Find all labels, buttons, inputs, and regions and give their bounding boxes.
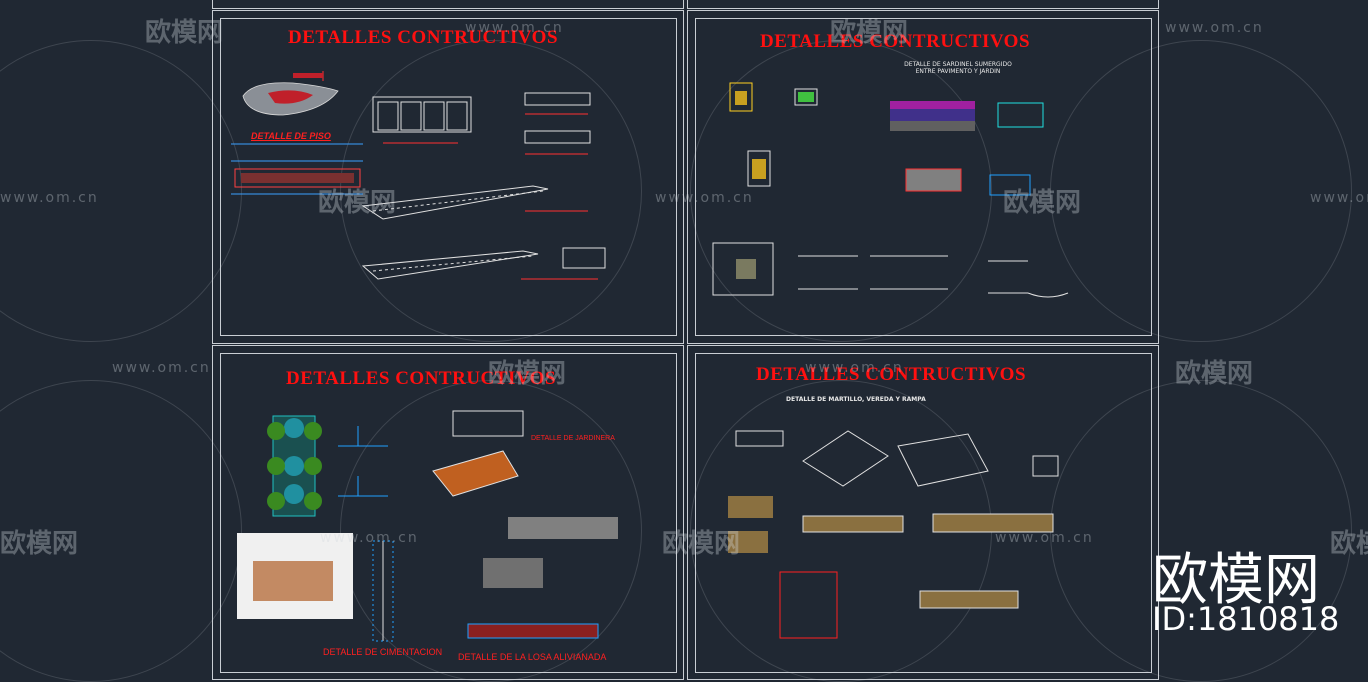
sheet-2-subtitle: DETALLE DE SARDINEL SUMERGIDO ENTRE PAVI… [904,61,1012,75]
watermark-circle [1050,40,1352,342]
cimentacion-label: DETALLE DE CIMENTACION [323,647,443,657]
sheet-3[interactable]: DETALLES CONTRUCTIVOS DETALLE DE JARDINE… [212,345,684,680]
watermark-circle [340,40,642,342]
sheet-4-frame [695,353,1152,673]
watermark-url: www.om.cn [655,190,754,206]
watermark-url: www.om.cn [320,530,419,546]
watermark-url: www.om.cn [995,530,1094,546]
sheet-3-frame [220,353,677,673]
sheet-1-title: DETALLES CONTRUCTIVOS [288,27,559,48]
watermark-url: www.om.cn [112,360,211,376]
sheet-1-drawings [231,71,606,280]
watermark-logo: 欧模网 [0,529,79,559]
watermark-logo: 欧模网 [488,359,567,389]
jardinera-label: DETALLE DE JARDINERA [531,435,615,442]
piso-label: DETALLE DE PISO [251,131,331,141]
watermark-logo: 欧模网 [145,18,224,48]
watermark-logo: 欧模网 [318,188,397,218]
sheet-2-drawings [712,82,1069,298]
losa-label: DETALLE DE LA LOSA ALIVIANADA [458,652,607,662]
sheet-2-title: DETALLES CONTRUCTIVOS [760,31,1031,52]
watermark-url: www.om.cn [1165,20,1264,36]
watermark-url: www.om.cn [1310,190,1368,206]
sheet-4[interactable]: DETALLES CONTRUCTIVOS DETALLE DE MARTILL… [687,345,1159,680]
watermark-url: www.om.cn [465,20,564,36]
watermark-circle [690,40,992,342]
sheet-4-subtitle: DETALLE DE MARTILLO, VEREDA Y RAMPA [786,396,926,403]
brand-name: 欧模网 [1152,548,1320,613]
watermark-logo: 欧模网 [830,18,909,48]
sheet-3-drawings [237,410,618,642]
sheet-1[interactable]: DETALLES CONTRUCTIVOS DETALLE DE PISO [212,10,684,344]
sheet-top-strip-left [212,0,684,9]
watermark-url: www.om.cn [0,190,99,206]
sheet-4-title: DETALLES CONTRUCTIVOS [756,364,1027,385]
watermark-logo: 欧模网 [1003,188,1082,218]
sheet-3-title: DETALLES CONTRUCTIVOS [286,368,557,389]
brand-id: ID:1810818 [1152,600,1340,638]
sheet-2-frame [695,18,1152,336]
sheet-4-drawings [728,430,1059,639]
watermark-logo: 欧模网 [1330,529,1368,559]
watermark-logo: 欧模网 [662,529,741,559]
sheet-top-strip-right [687,0,1159,9]
sheet-1-frame [220,18,677,336]
watermark-url: www.om.cn [805,360,904,376]
watermark-logo: 欧模网 [1175,359,1254,389]
sheet-2[interactable]: DETALLES CONTRUCTIVOS DETALLE DE SARDINE… [687,10,1159,344]
